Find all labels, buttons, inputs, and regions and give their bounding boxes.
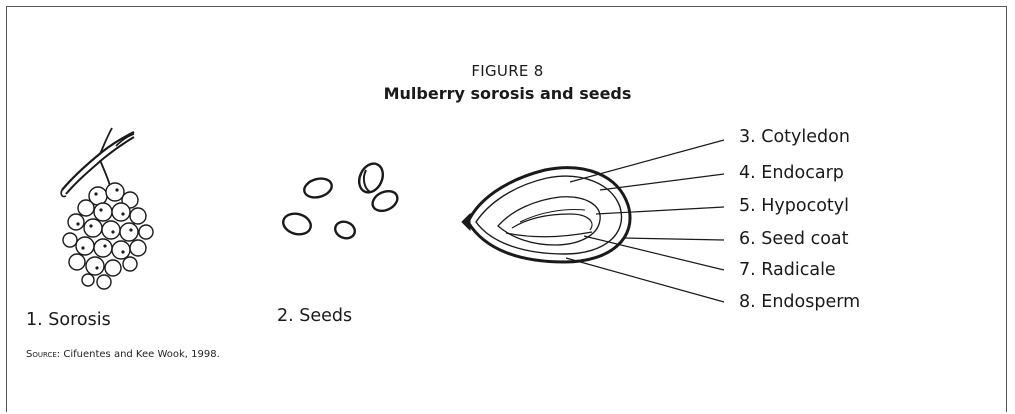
part-label-radicale: 7. Radicale bbox=[739, 260, 836, 280]
part-label-endocarp: 4. Endocarp bbox=[739, 163, 844, 183]
source-prefix: Source: bbox=[26, 349, 60, 360]
source-note: Source: Cifuentes and Kee Wook, 1998. bbox=[26, 349, 220, 360]
seeds-label: 2. Seeds bbox=[277, 306, 352, 326]
source-text: Cifuentes and Kee Wook, 1998. bbox=[60, 349, 220, 360]
mulberry-sorosis-drawing bbox=[61, 128, 153, 289]
part-label-seed-coat: 6. Seed coat bbox=[739, 229, 849, 249]
seed-cross-section-drawing bbox=[462, 140, 724, 302]
sorosis-label: 1. Sorosis bbox=[26, 310, 111, 330]
seeds-drawing bbox=[281, 160, 401, 241]
part-label-hypocotyl: 5. Hypocotyl bbox=[739, 196, 849, 216]
part-label-endosperm: 8. Endosperm bbox=[739, 292, 860, 312]
part-label-cotyledon: 3. Cotyledon bbox=[739, 127, 850, 147]
